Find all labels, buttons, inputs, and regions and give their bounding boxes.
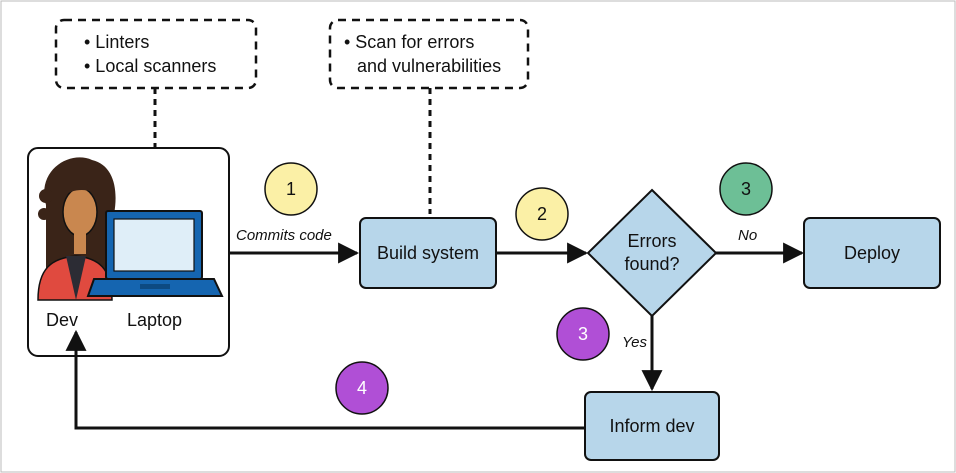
errors-found-decision [586,188,718,318]
note-build-scan [328,18,530,90]
edge-no-label: No [738,227,757,244]
step-3-no-badge [719,162,773,216]
edge-commit-label: Commits code [236,227,332,244]
inform-dev-label: Inform dev [609,416,694,436]
note-build-line2: and vulnerabilities [357,56,501,76]
inform-dev-node [584,391,720,461]
note-build-line1: • Scan for errors [344,32,474,52]
edge-feedback [65,329,585,430]
step-3-yes-label: 3 [578,324,588,344]
step-2-label: 2 [537,204,547,224]
step-4-label: 4 [357,378,367,398]
deploy-label: Deploy [844,243,900,263]
edge-yes-label: Yes [622,334,648,351]
step-3-yes-badge [556,307,610,361]
step-1-label: 1 [286,179,296,199]
build-system-label: Build system [377,243,479,263]
deploy-node [803,217,941,289]
laptop-icon [86,210,224,297]
step-4-badge [335,361,389,415]
laptop-label: Laptop [127,310,182,330]
dev-label: Dev [46,310,78,330]
step-2-badge [515,187,569,241]
note-local-tools [54,18,258,90]
note-local-line2: • Local scanners [84,56,216,76]
note-local-line1: • Linters [84,32,149,52]
step-3-no-label: 3 [741,179,751,199]
decision-line2: found? [624,254,679,274]
step-1-badge [264,162,318,216]
decision-line1: Errors [628,231,677,251]
